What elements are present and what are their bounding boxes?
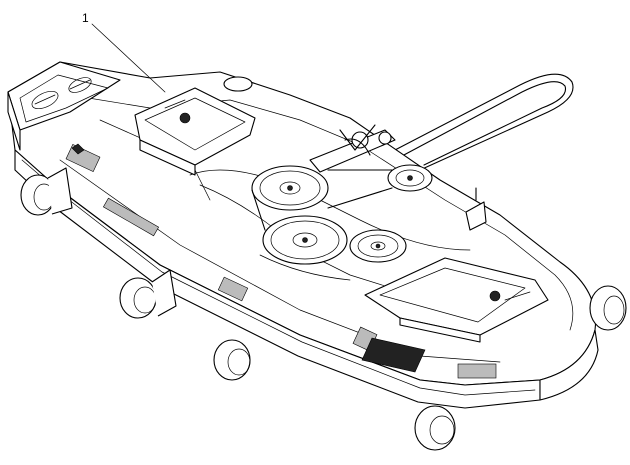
deck-belt: [251, 169, 393, 231]
wheel-right-rear: [589, 285, 627, 331]
callout-1: 1: [82, 11, 166, 93]
pulley-rear: [251, 165, 329, 211]
wheel-left-front: [119, 269, 177, 319]
belt-cover-left: [134, 87, 256, 176]
wheel-center-front: [213, 339, 251, 381]
brand-logo-icon: [31, 77, 92, 110]
drive-belt: [394, 73, 574, 171]
wheel-right-front: [414, 405, 456, 451]
pulley-center: [262, 215, 348, 265]
idler-assembly: [309, 124, 396, 173]
callout-label: 1: [82, 11, 89, 25]
decals: [102, 197, 497, 379]
wheel-rear-top: [223, 76, 253, 92]
wheel-left-rear: [20, 167, 73, 216]
pulley-idler-right: [387, 164, 433, 192]
left-guard: [7, 61, 121, 172]
rear-bracket: [465, 187, 487, 231]
belt-cover-right: [364, 257, 549, 343]
pulley-right: [349, 229, 407, 263]
